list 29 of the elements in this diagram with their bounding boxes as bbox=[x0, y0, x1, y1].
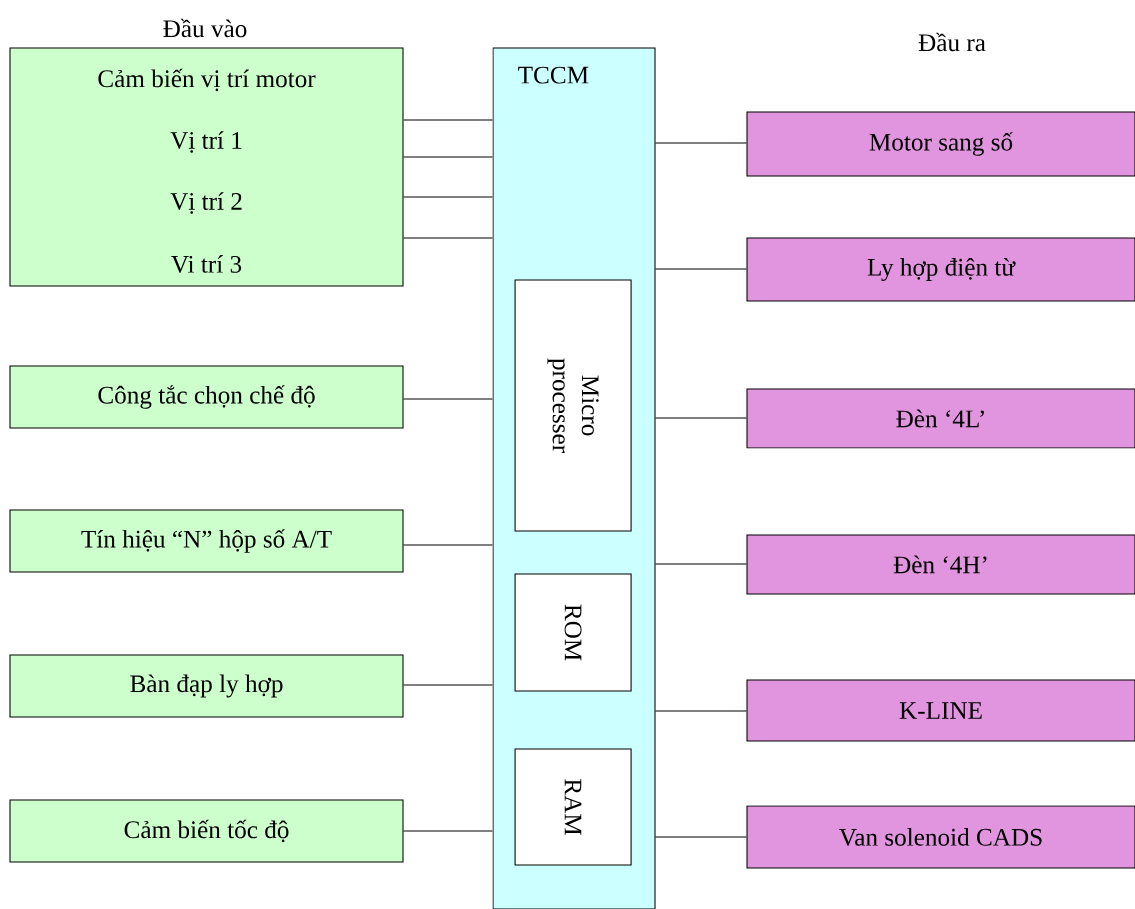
output-box: Ly hợp điện từ bbox=[746, 237, 1135, 302]
connector-line bbox=[403, 156, 493, 158]
connector-line bbox=[655, 268, 747, 270]
output-box: Motor sang số bbox=[746, 111, 1135, 177]
connector-line bbox=[403, 196, 493, 198]
connector-line bbox=[655, 417, 747, 419]
output-box: Đèn ‘4L’ bbox=[746, 388, 1135, 449]
connector-line bbox=[655, 142, 747, 144]
input-box: Tín hiệu “N” hộp số A/T bbox=[9, 509, 404, 573]
connector-line bbox=[655, 836, 747, 838]
input-box: Công tắc chọn chế độ bbox=[9, 365, 404, 429]
input-box: Cảm biến tốc độ bbox=[9, 799, 404, 863]
output-box: K-LINE bbox=[746, 679, 1135, 742]
connector-line bbox=[655, 563, 747, 565]
connector-line bbox=[403, 830, 493, 832]
input-box: Cảm biến vị trí motor Vị trí 1 Vị trí 2 Vi trí 3 bbox=[9, 47, 404, 287]
connector-line bbox=[403, 684, 493, 686]
memory-box: Micro processer bbox=[514, 279, 632, 532]
output-box: Van solenoid CADS bbox=[746, 805, 1135, 869]
connector-line bbox=[403, 544, 493, 546]
column-heading: Đầu ra bbox=[918, 32, 986, 52]
connector-line bbox=[403, 237, 493, 239]
output-box: Đèn ‘4H’ bbox=[746, 534, 1135, 595]
memory-box: ROM bbox=[514, 573, 632, 692]
memory-box: RAM bbox=[514, 748, 632, 866]
input-box: Bàn đạp ly hợp bbox=[9, 654, 404, 718]
connector-line bbox=[403, 119, 493, 121]
connector-line bbox=[403, 398, 493, 400]
connector-line bbox=[655, 710, 747, 712]
